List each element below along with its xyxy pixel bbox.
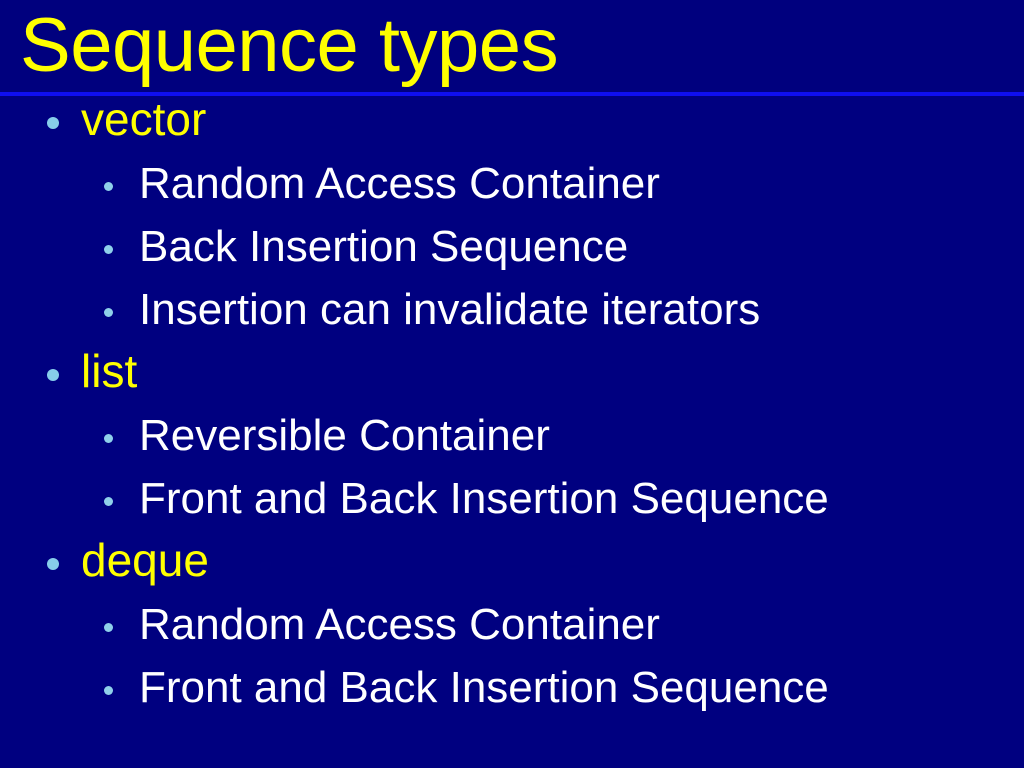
slide-title-area: Sequence types — [0, 0, 1024, 92]
list-item: Front and Back Insertion Sequence — [0, 474, 1024, 537]
round-bullet-icon — [104, 623, 113, 632]
list-item-label: Front and Back Insertion Sequence — [139, 474, 829, 523]
list-item-label: deque — [81, 534, 209, 586]
title-divider — [0, 92, 1024, 96]
round-bullet-icon — [47, 117, 59, 129]
list-item-label: Random Access Container — [139, 600, 660, 649]
list-item: Back Insertion Sequence — [0, 222, 1024, 285]
list-item: Insertion can invalidate iterators — [0, 285, 1024, 348]
list-item-label: Front and Back Insertion Sequence — [139, 663, 829, 712]
list-item: deque — [0, 534, 1024, 600]
round-bullet-icon — [104, 245, 113, 254]
page-title: Sequence types — [20, 3, 559, 88]
list-item: Reversible Container — [0, 411, 1024, 474]
round-bullet-icon — [104, 434, 113, 443]
list-item-label: Reversible Container — [139, 411, 550, 460]
list-item: Front and Back Insertion Sequence — [0, 663, 1024, 726]
list-item: list — [0, 345, 1024, 411]
round-bullet-icon — [104, 308, 113, 317]
list-item-label: Back Insertion Sequence — [139, 222, 629, 271]
slide-body: vector Random Access Container Back Inse… — [0, 93, 1024, 768]
list-item: Random Access Container — [0, 159, 1024, 222]
list-item-label: list — [81, 345, 138, 397]
round-bullet-icon — [47, 558, 59, 570]
list-item-label: Insertion can invalidate iterators — [139, 285, 761, 334]
list-item-label: vector — [81, 93, 207, 145]
list-item-label: Random Access Container — [139, 159, 660, 208]
round-bullet-icon — [104, 686, 113, 695]
round-bullet-icon — [104, 182, 113, 191]
list-item: vector — [0, 93, 1024, 159]
list-item: Random Access Container — [0, 600, 1024, 663]
round-bullet-icon — [47, 369, 59, 381]
round-bullet-icon — [104, 497, 113, 506]
